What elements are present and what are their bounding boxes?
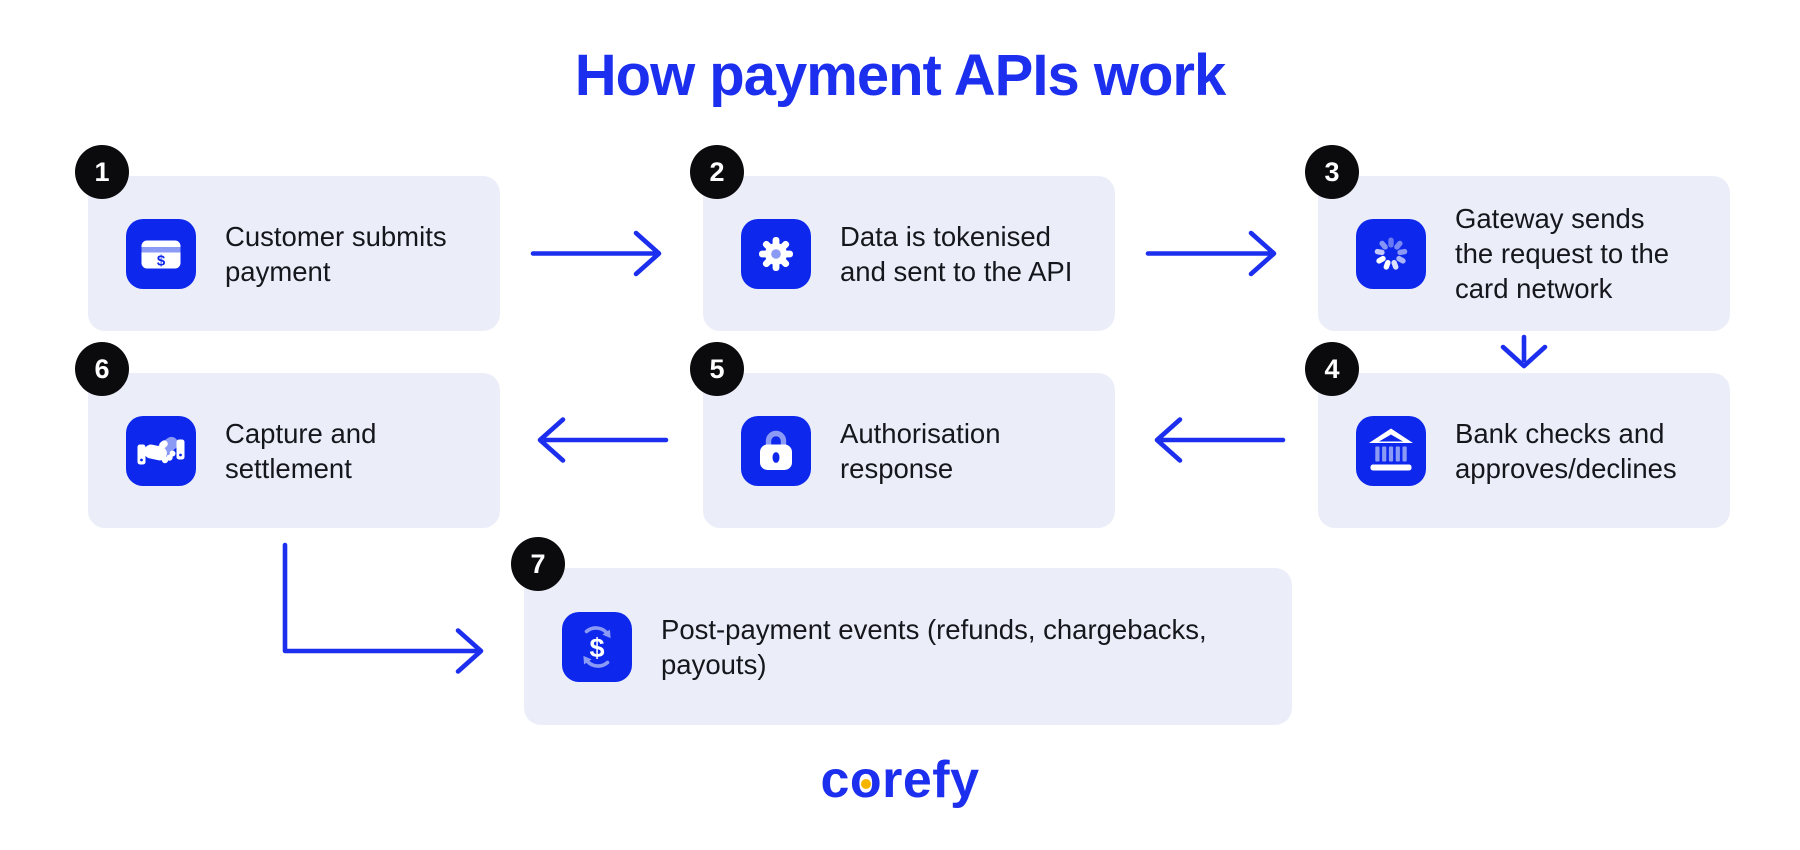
gear-icon [759, 236, 793, 271]
step-label-1: Customer submits payment [225, 220, 447, 287]
spinner-icon [1374, 237, 1408, 270]
arrow-step4-to-step5 [1154, 417, 1286, 463]
arrow-step3-to-step4 [1500, 334, 1548, 369]
step-icon-box-1: $ [126, 218, 196, 289]
step-label-7: Post-payment events (refunds, chargeback… [661, 613, 1207, 680]
step-number-2: 2 [709, 156, 725, 187]
step-number-badge-3: 3 [1305, 145, 1359, 199]
logo-dot [861, 779, 871, 790]
logo-letter-c: c [820, 751, 850, 809]
step-card-4: 4 Bank checks and approves/declines [1305, 342, 1730, 528]
step-label-4: Bank checks and approves/declines [1455, 417, 1677, 484]
credit-card-icon: $ [141, 240, 181, 269]
step-card-5: 5 Authorisation response [690, 342, 1115, 528]
step-icon-box-2 [741, 218, 811, 289]
handshake-icon [137, 436, 185, 464]
dollar-refresh-icon: $ [583, 625, 611, 668]
arrow-step5-to-step6 [537, 417, 669, 463]
step-card-6: 6 Capture and settlement [75, 342, 500, 528]
step-number-1: 1 [94, 156, 110, 187]
step-number-badge-6: 6 [75, 342, 129, 396]
step-number-5: 5 [709, 353, 725, 384]
step-icon-box-3 [1356, 218, 1426, 289]
step-icon-box-4 [1356, 415, 1426, 486]
lock-icon [760, 430, 792, 470]
arrow-step6-to-step7 [282, 542, 484, 674]
logo-letter-o: o [850, 750, 882, 810]
bank-icon [1369, 428, 1413, 470]
page-title: How payment APIs work [574, 43, 1226, 108]
step-label-6: Capture and settlement [225, 417, 377, 484]
step-number-3: 3 [1324, 156, 1340, 187]
step-icon-box-6 [126, 415, 196, 486]
step-number-badge-2: 2 [690, 145, 744, 199]
step-label-5: Authorisation response [840, 417, 1001, 484]
logo-letters-refy: refy [882, 751, 980, 809]
step-number-7: 7 [530, 548, 546, 579]
step-number-badge-7: 7 [511, 537, 565, 591]
svg-text:$: $ [589, 633, 604, 663]
step-label-3: Gateway sends the request to the card ne… [1455, 203, 1670, 304]
step-icon-box-7: $ [562, 611, 632, 682]
step-card-3: 3 Gateway sends the request to the card … [1305, 145, 1730, 331]
step-card-2: 2 Data is tokenised and sent to the API [690, 145, 1115, 331]
step-number-badge-4: 4 [1305, 342, 1359, 396]
step-label-2: Data is tokenised and sent to the API [840, 220, 1073, 287]
corefy-logo: corefy [0, 750, 1800, 810]
step-icon-box-5 [741, 415, 811, 486]
step-card-1: 1 $ Customer submits payment [75, 145, 500, 331]
step-number-badge-1: 1 [75, 145, 129, 199]
arrow-step1-to-step2 [530, 230, 662, 277]
step-card-7: 7 $ Post-payment events (refunds, charge… [511, 537, 1292, 725]
arrow-step2-to-step3 [1145, 230, 1277, 277]
step-number-badge-5: 5 [690, 342, 744, 396]
step-number-4: 4 [1324, 353, 1340, 384]
svg-text:$: $ [157, 252, 166, 269]
step-number-6: 6 [94, 353, 110, 384]
